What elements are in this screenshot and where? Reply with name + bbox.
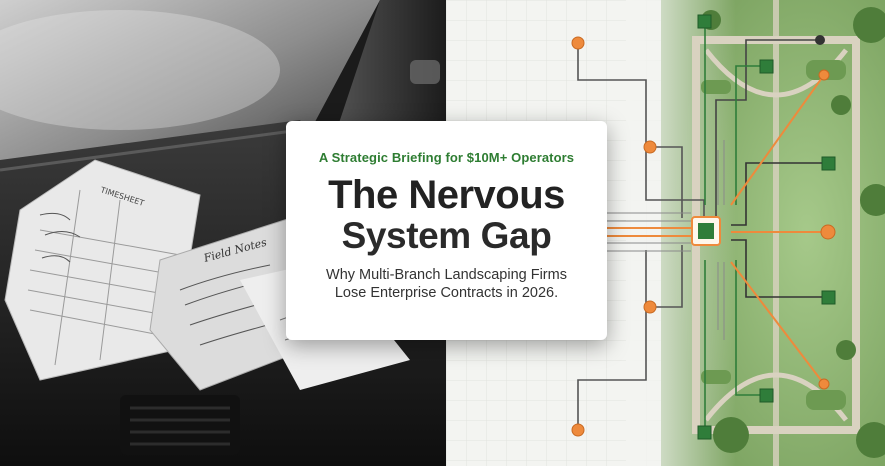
title-line-2: System Gap: [341, 215, 552, 256]
node-orange: [571, 36, 585, 50]
node-dark: [815, 35, 825, 45]
node-orange: [818, 69, 830, 81]
node-green: [759, 388, 774, 403]
eyebrow-text: A Strategic Briefing for $10M+ Operators: [318, 150, 575, 165]
subtitle-line-2: Lose Enterprise Contracts in 2026.: [334, 285, 559, 302]
node-green: [759, 59, 774, 74]
chip-core: [698, 223, 714, 239]
title-line-1: The Nervous: [328, 173, 565, 217]
node-orange: [820, 224, 836, 240]
garden-circuit-illustration: [446, 0, 885, 466]
node-green: [821, 290, 836, 305]
node-green: [697, 14, 712, 29]
subtitle: Why Multi-Branch Landscaping Firms Lose …: [286, 266, 607, 302]
subtitle-line-1: Why Multi-Branch Landscaping Firms: [326, 267, 567, 283]
node-orange: [643, 300, 657, 314]
node-orange: [571, 423, 585, 437]
node-orange: [643, 140, 657, 154]
node-green: [821, 156, 836, 171]
title-card: A Strategic Briefing for $10M+ Operators…: [286, 121, 607, 340]
node-green: [697, 425, 712, 440]
node-orange: [818, 378, 830, 390]
